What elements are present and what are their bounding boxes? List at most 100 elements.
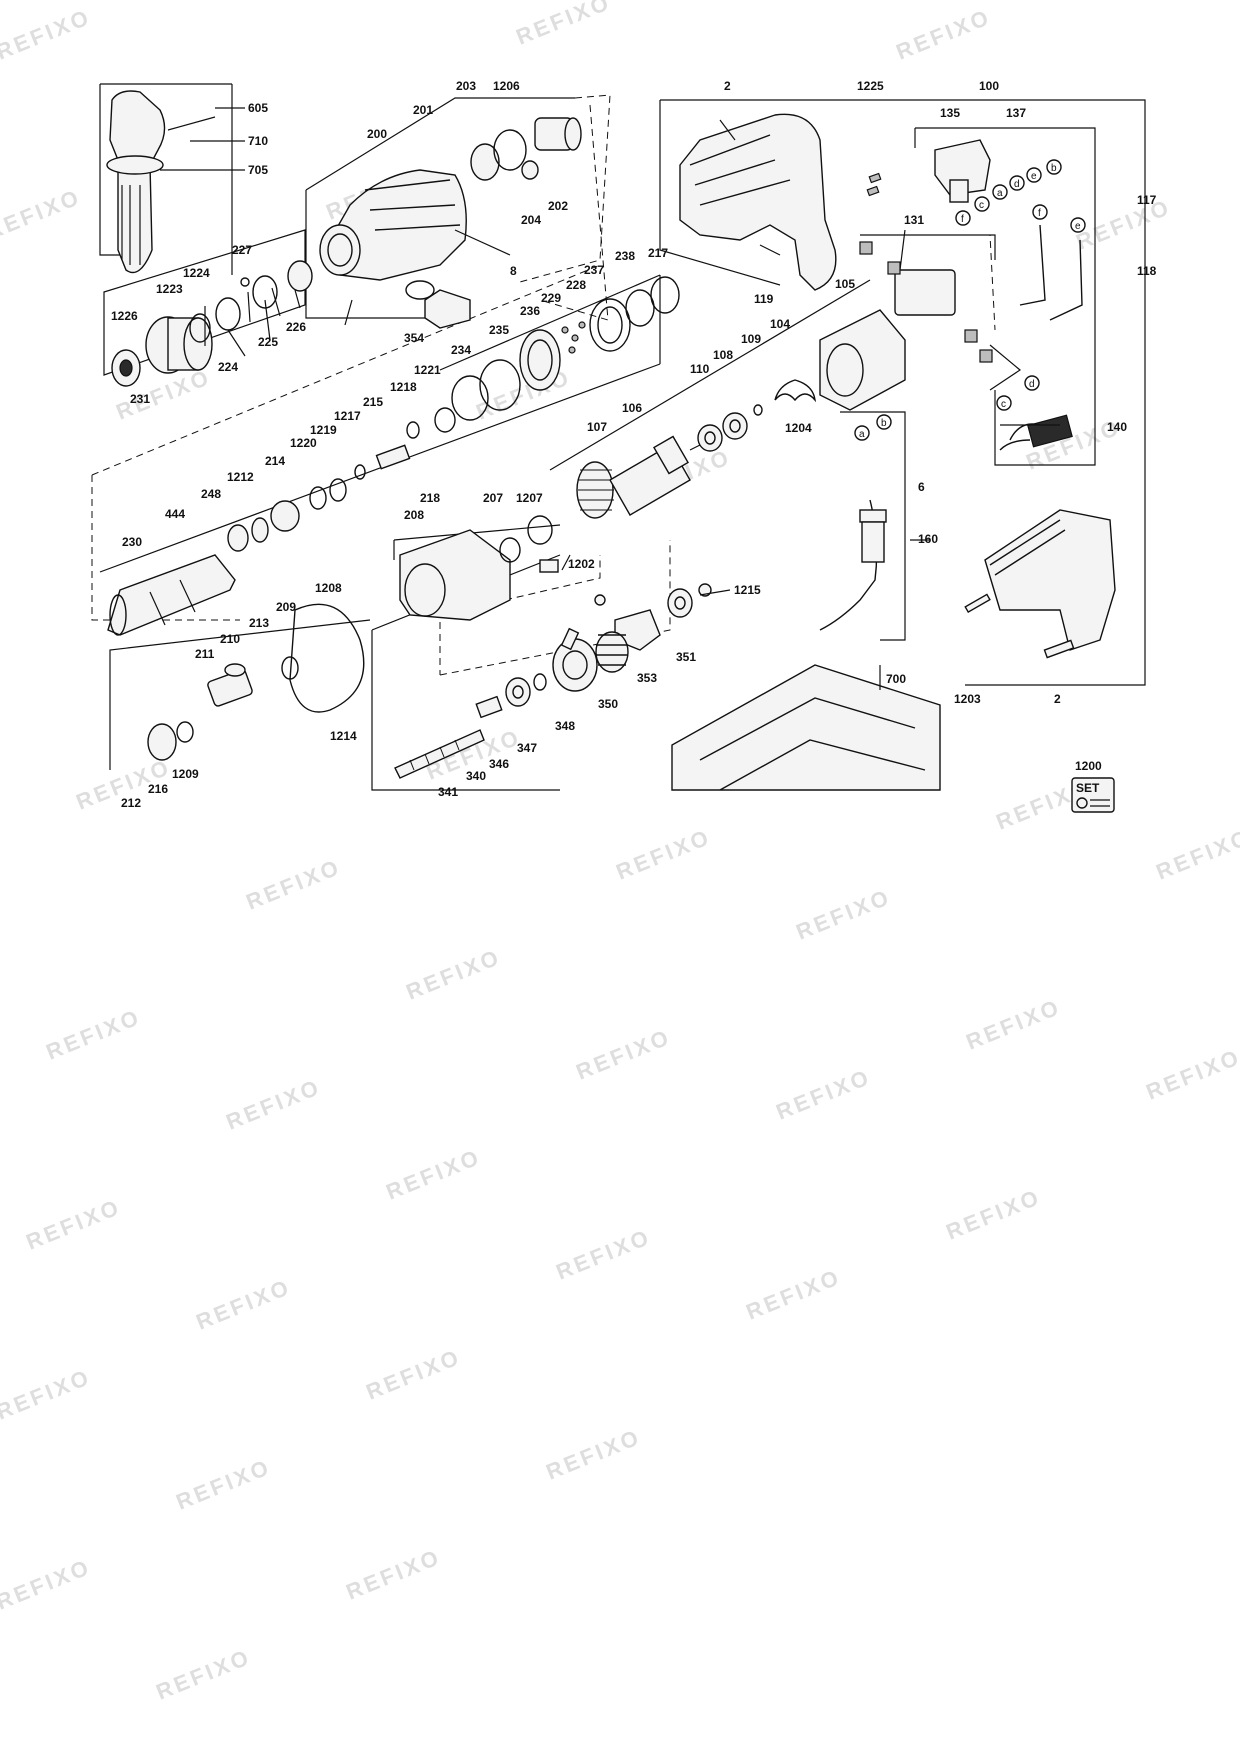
callout-135: 135 bbox=[940, 106, 960, 120]
watermark: REFIXO bbox=[513, 0, 615, 50]
wire-tag-c: c bbox=[979, 200, 984, 211]
wire-tag-e-2: e bbox=[1075, 221, 1081, 232]
callout-131: 131 bbox=[904, 213, 924, 227]
watermark: REFIXO bbox=[963, 994, 1065, 1055]
part-callouts: 605 710 705 203 1206 201 200 204 202 8 3… bbox=[111, 79, 1157, 810]
callout-1221: 1221 bbox=[414, 363, 441, 377]
callout-1226: 1226 bbox=[111, 309, 138, 323]
callout-224: 224 bbox=[218, 360, 238, 374]
watermark: REFIXO bbox=[553, 1224, 655, 1285]
callout-1208: 1208 bbox=[315, 581, 342, 595]
callout-160: 160 bbox=[918, 532, 938, 546]
watermark: REFIXO bbox=[1143, 1044, 1240, 1105]
callout-351: 351 bbox=[676, 650, 696, 664]
callout-1225: 1225 bbox=[857, 79, 884, 93]
callout-1202: 1202 bbox=[568, 557, 595, 571]
watermark: REFIXO bbox=[243, 854, 345, 915]
chuck-assembly bbox=[111, 260, 313, 387]
callout-346: 346 bbox=[489, 757, 509, 771]
watermark: REFIXO bbox=[613, 824, 715, 885]
watermark: REFIXO bbox=[343, 1544, 445, 1605]
callout-237: 237 bbox=[584, 263, 604, 277]
carrying-case bbox=[671, 664, 941, 791]
callout-207: 207 bbox=[483, 491, 503, 505]
callout-444: 444 bbox=[165, 507, 185, 521]
callout-210: 210 bbox=[220, 632, 240, 646]
motor-armature bbox=[576, 241, 993, 519]
side-handle bbox=[106, 90, 245, 274]
intermediate-gear-assembly bbox=[147, 515, 712, 779]
callout-1219: 1219 bbox=[310, 423, 337, 437]
callout-214: 214 bbox=[265, 454, 285, 468]
watermark: REFIXO bbox=[23, 1194, 125, 1255]
callout-1209: 1209 bbox=[172, 767, 199, 781]
callout-1212: 1212 bbox=[227, 470, 254, 484]
leader-lines bbox=[227, 229, 1060, 596]
callout-203: 203 bbox=[456, 79, 476, 93]
callout-348: 348 bbox=[555, 719, 575, 733]
wire-tag-c-2: c bbox=[1001, 399, 1006, 410]
callout-117: 117 bbox=[1137, 193, 1157, 207]
watermark: REFIXO bbox=[0, 184, 85, 245]
callout-1217: 1217 bbox=[334, 409, 361, 423]
watermark: REFIXO bbox=[363, 1344, 465, 1405]
wire-tag-d-2: d bbox=[1029, 379, 1035, 390]
callout-225: 225 bbox=[258, 335, 278, 349]
callout-1223: 1223 bbox=[156, 282, 183, 296]
callout-227: 227 bbox=[232, 243, 252, 257]
callout-226: 226 bbox=[286, 320, 306, 334]
watermark: REFIXO bbox=[0, 1364, 95, 1425]
gear-housing bbox=[319, 117, 582, 329]
callout-700: 700 bbox=[886, 672, 906, 686]
handle-housing bbox=[679, 113, 1116, 659]
callout-340: 340 bbox=[466, 769, 486, 783]
wire-tag-a-2: a bbox=[859, 429, 865, 440]
callout-1218: 1218 bbox=[390, 380, 417, 394]
wire-tag-f-2: f bbox=[1038, 208, 1041, 219]
callout-8: 8 bbox=[510, 264, 517, 278]
watermark: REFIXO bbox=[893, 4, 995, 65]
callout-2: 2 bbox=[724, 79, 731, 93]
callout-211: 211 bbox=[195, 647, 215, 661]
watermark: REFIXO bbox=[0, 4, 95, 65]
watermark: REFIXO bbox=[743, 1264, 845, 1325]
callout-119: 119 bbox=[754, 292, 774, 306]
callout-1207: 1207 bbox=[516, 491, 543, 505]
callout-212: 212 bbox=[121, 796, 141, 810]
callout-105: 105 bbox=[835, 277, 855, 291]
wire-tag-b: b bbox=[1051, 163, 1057, 174]
callout-350: 350 bbox=[598, 697, 618, 711]
hammer-mechanism bbox=[107, 276, 680, 636]
callout-238: 238 bbox=[615, 249, 635, 263]
callout-216: 216 bbox=[148, 782, 168, 796]
watermark: REFIXO bbox=[943, 1184, 1045, 1245]
watermark: REFIXO bbox=[1153, 824, 1240, 885]
callout-1204: 1204 bbox=[785, 421, 812, 435]
callout-1214: 1214 bbox=[330, 729, 357, 743]
callout-6: 6 bbox=[918, 480, 925, 494]
wire-tag-a: a bbox=[997, 188, 1003, 199]
callout-1215: 1215 bbox=[734, 583, 761, 597]
callout-236: 236 bbox=[520, 304, 540, 318]
watermark: REFIXO bbox=[773, 1064, 875, 1125]
callout-213: 213 bbox=[249, 616, 269, 630]
callout-347: 347 bbox=[517, 741, 537, 755]
callout-118: 118 bbox=[1137, 264, 1157, 278]
callout-231: 231 bbox=[130, 392, 150, 406]
watermark: REFIXO bbox=[1073, 194, 1175, 255]
callout-201: 201 bbox=[413, 103, 433, 117]
callout-605: 605 bbox=[248, 101, 268, 115]
callout-235: 235 bbox=[489, 323, 509, 337]
set-badge-text: SET bbox=[1076, 781, 1100, 795]
callout-248: 248 bbox=[201, 487, 221, 501]
callout-228: 228 bbox=[566, 278, 586, 292]
watermark: REFIXO bbox=[193, 1274, 295, 1335]
group-outlines bbox=[91, 83, 1146, 791]
wire-tag-f: f bbox=[961, 214, 964, 225]
callout-110: 110 bbox=[690, 362, 710, 376]
callout-353: 353 bbox=[637, 671, 657, 685]
callout-1220: 1220 bbox=[290, 436, 317, 450]
watermark: REFIXO bbox=[173, 1454, 275, 1515]
callout-218: 218 bbox=[420, 491, 440, 505]
